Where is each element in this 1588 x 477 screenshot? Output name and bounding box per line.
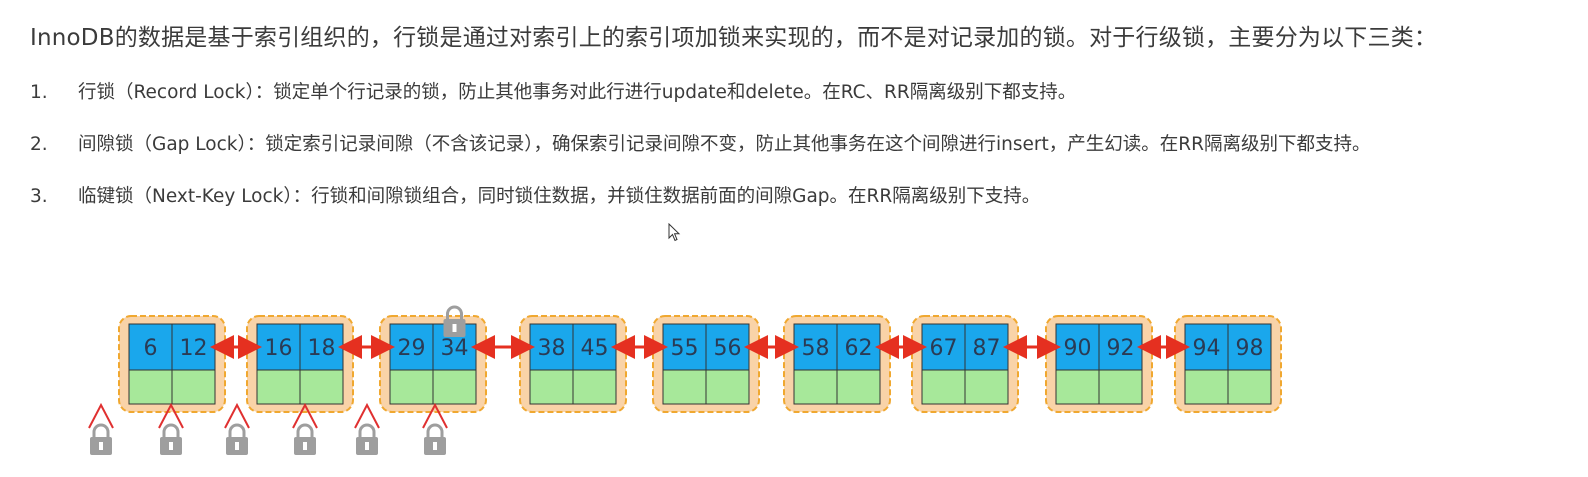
key-value: 67 (930, 336, 958, 361)
key-value: 87 (973, 336, 1001, 361)
list-item-gap-lock: 2. 间隙锁（Gap Lock）：锁定索引记录间隙（不含该记录），确保索引记录间隙… (30, 130, 1370, 156)
index-node: 58 62 (783, 315, 891, 413)
data-cell (964, 369, 1009, 405)
data-cell (529, 369, 574, 405)
key-value: 6 (144, 336, 158, 361)
item-text: 间隙锁（Gap Lock）：锁定索引记录间隙（不含该记录），确保索引记录间隙不变… (78, 134, 1371, 155)
key-value: 34 (441, 336, 469, 361)
key-cell (529, 323, 574, 371)
data-cell (1184, 369, 1229, 405)
gap-lock-icon (356, 423, 378, 455)
gap-lock-marker (422, 402, 448, 455)
index-node: 38 45 (519, 315, 627, 413)
key-cell (836, 323, 881, 371)
data-cell (836, 369, 881, 405)
data-cell (572, 369, 617, 405)
data-cell (662, 369, 707, 405)
gap-lock-marker (292, 402, 318, 455)
key-cell (1055, 323, 1100, 371)
key-value: 62 (845, 336, 873, 361)
key-cell (1227, 323, 1272, 371)
key-value: 90 (1064, 336, 1092, 361)
key-cell (705, 323, 750, 371)
item-text: 临键锁（Next-Key Lock）：行锁和间隙锁组合，同时锁住数据，并锁住数据… (78, 186, 1041, 207)
key-value: 56 (714, 336, 742, 361)
gap-lock-marker (158, 402, 184, 455)
intro-text: InnoDB的数据是基于索引组织的，行锁是通过对索引上的索引项加锁来实现的，而不… (30, 25, 1438, 51)
data-cell (171, 369, 216, 405)
key-cell (793, 323, 838, 371)
data-cell (432, 369, 477, 405)
gap-lock-icon (424, 423, 446, 455)
list-item-record-lock: 1. 行锁（Record Lock）：锁定单个行记录的锁，防止其他事务对此行进行u… (30, 78, 1076, 104)
key-cell (389, 323, 434, 371)
data-cell (1055, 369, 1100, 405)
data-cell (793, 369, 838, 405)
index-node: 6 12 (118, 315, 226, 413)
data-cell (921, 369, 966, 405)
key-value: 94 (1193, 336, 1221, 361)
key-cell (1184, 323, 1229, 371)
data-cell (128, 369, 173, 405)
index-node: 29 34 (379, 305, 487, 413)
index-node: 90 92 (1045, 315, 1153, 413)
key-cell (128, 323, 173, 371)
gap-lock-icon (160, 423, 182, 455)
list-item-next-key-lock: 3. 临键锁（Next-Key Lock）：行锁和间隙锁组合，同时锁住数据，并锁住… (30, 182, 1040, 208)
data-cell (1227, 369, 1272, 405)
key-value: 92 (1107, 336, 1135, 361)
gap-lock-icon (294, 423, 316, 455)
record-lock-icon (443, 305, 466, 337)
key-value: 58 (802, 336, 830, 361)
item-text: 行锁（Record Lock）：锁定单个行记录的锁，防止其他事务对此行进行upd… (78, 82, 1077, 103)
key-value: 98 (1236, 336, 1264, 361)
key-value: 12 (180, 336, 208, 361)
key-value: 16 (265, 336, 293, 361)
data-cell (1098, 369, 1143, 405)
key-value: 55 (671, 336, 699, 361)
key-value: 45 (581, 336, 609, 361)
item-number: 3. (30, 186, 48, 207)
gap-lock-icon (226, 423, 248, 455)
key-value: 29 (398, 336, 426, 361)
key-cell (964, 323, 1009, 371)
gap-lock-marker (224, 402, 250, 455)
data-cell (299, 369, 344, 405)
data-cell (705, 369, 750, 405)
index-node: 67 87 (911, 315, 1019, 413)
item-number: 2. (30, 134, 48, 155)
gap-lock-marker (354, 402, 380, 455)
key-value: 38 (538, 336, 566, 361)
key-cell (171, 323, 216, 371)
gap-lock-icon (90, 423, 112, 455)
mouse-cursor-icon (668, 223, 681, 242)
key-value: 18 (308, 336, 336, 361)
data-cell (389, 369, 434, 405)
key-cell (662, 323, 707, 371)
index-node: 55 56 (652, 315, 760, 413)
index-node: 94 98 (1174, 315, 1282, 413)
data-cell (256, 369, 301, 405)
item-number: 1. (30, 82, 48, 103)
gap-lock-marker (88, 402, 114, 455)
